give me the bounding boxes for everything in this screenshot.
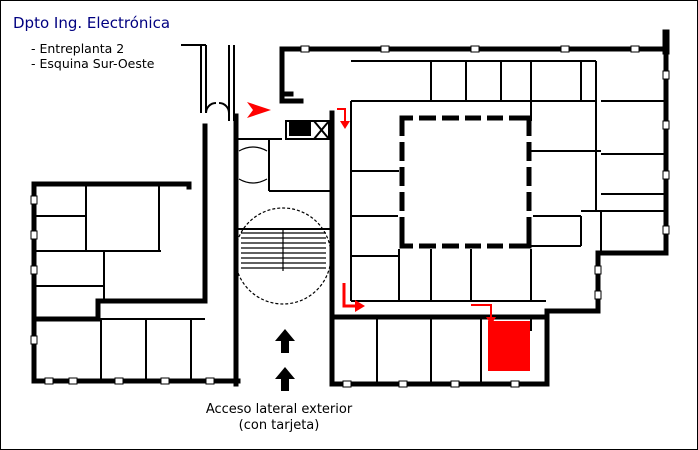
caption-line-1: Acceso lateral exterior bbox=[205, 402, 353, 417]
caption-line-2: (con tarjeta) bbox=[238, 418, 320, 433]
turn-arrow-icon bbox=[342, 283, 357, 308]
access-caption: Acceso lateral exterior (con tarjeta) bbox=[179, 402, 379, 434]
route-arrows bbox=[247, 102, 496, 325]
turn-arrow-icon bbox=[471, 304, 492, 319]
note-corner: - Esquina Sur-Oeste bbox=[31, 56, 155, 71]
interior-walls bbox=[34, 44, 666, 384]
courtyard bbox=[398, 114, 533, 250]
elevator-icon bbox=[289, 122, 311, 136]
map-title: Dpto Ing. Electrónica bbox=[13, 14, 171, 32]
map-notes: - Entreplanta 2 - Esquina Sur-Oeste bbox=[31, 41, 154, 71]
staircase bbox=[234, 146, 332, 305]
note-floor: - Entreplanta 2 bbox=[31, 41, 125, 56]
highlighted-room bbox=[488, 321, 530, 371]
turn-arrow-icon bbox=[337, 108, 346, 123]
up-arrow-icon bbox=[275, 329, 295, 353]
windows bbox=[30, 45, 670, 388]
up-arrow-icon bbox=[275, 367, 295, 391]
entrance-arrow-icon bbox=[247, 102, 271, 118]
access-arrows bbox=[275, 329, 295, 391]
